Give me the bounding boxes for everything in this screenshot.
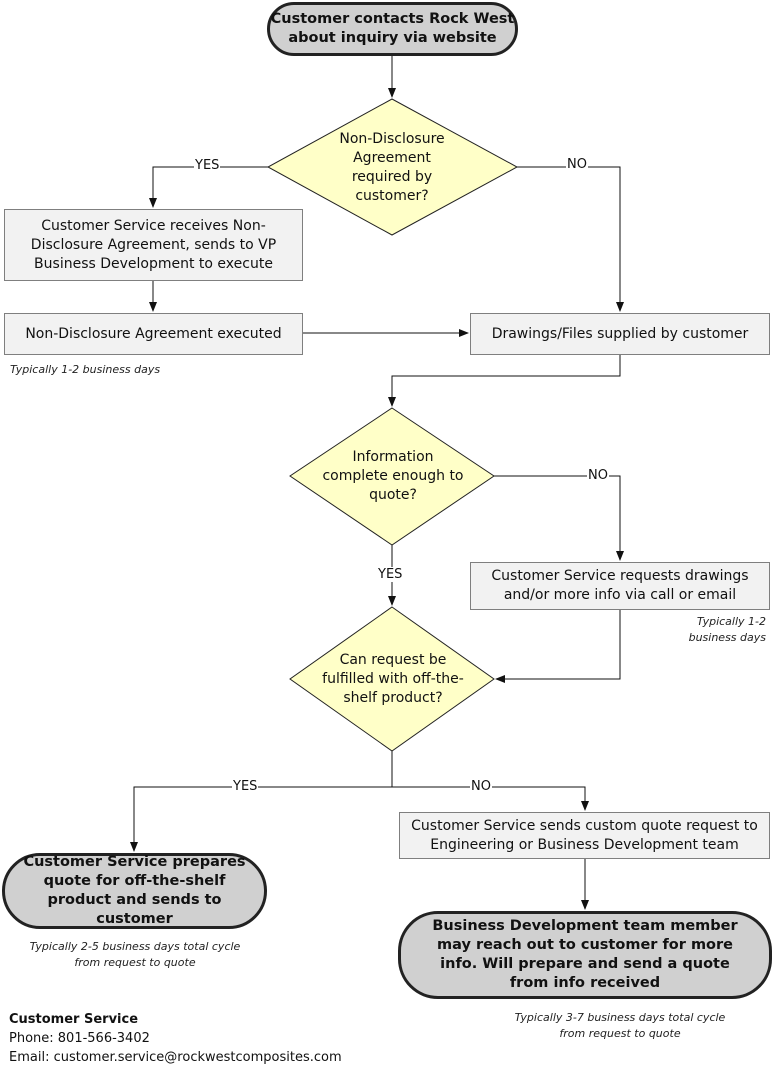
connector-offshelf-no (392, 786, 589, 811)
offshelf-cycle-line2: from request to quote (74, 956, 196, 969)
start-text: Customer contacts Rock West about inquir… (270, 11, 515, 46)
request-days-note: Typically 1-2 business days (689, 614, 766, 646)
drawings-supplied-box: Drawings/Files supplied by customer (470, 313, 770, 355)
connector-nda-yes (149, 166, 268, 208)
bd-member-text: Business Development team member may rea… (432, 918, 738, 991)
cs-sends-custom-text: Customer Service sends custom quote requ… (411, 817, 758, 853)
offshelf-cycle-note: Typically 2-5 business days total cycle … (14, 939, 256, 971)
cs-requests-info-text: Customer Service requests drawings and/o… (491, 568, 749, 603)
contact-block: Customer Service Phone: 801-566-3402 Ema… (9, 1010, 342, 1067)
cs-prepares-quote-terminal: Customer Service prepares quote for off-… (2, 853, 267, 929)
info-no-label: NO (587, 468, 609, 483)
nda-executed-box: Non-Disclosure Agreement executed (4, 313, 303, 355)
info-question-text: Information complete enough to quote? (318, 440, 468, 512)
bd-member-terminal: Business Development team member may rea… (398, 911, 772, 999)
drawings-supplied-text: Drawings/Files supplied by customer (491, 325, 749, 342)
offshelf-cycle-line1: Typically 2-5 business days total cycle (29, 940, 241, 953)
nda-decision-diamond (266, 98, 519, 236)
info-question-label: Information complete enough to quote? (322, 448, 464, 503)
connector-offshelf-yes (130, 786, 392, 852)
start-terminal: Customer contacts Rock West about inquir… (267, 2, 518, 56)
contact-email: Email: customer.service@rockwestcomposit… (9, 1050, 342, 1065)
cs-prepares-quote-text: Customer Service prepares quote for off-… (23, 854, 246, 927)
request-days-line1: Typically 1-2 (696, 615, 766, 628)
connector-drawings-to-info (388, 355, 621, 407)
connector-nda-no (517, 166, 624, 312)
offshelf-question-text: Can request be fulfilled with off-the-sh… (318, 642, 468, 716)
custom-cycle-line1: Typically 3-7 business days total cycle (514, 1011, 726, 1024)
nda-no-label: NO (566, 157, 588, 172)
request-days-line2: business days (688, 631, 766, 644)
offshelf-no-label: NO (470, 779, 492, 794)
cs-receives-nda-box: Customer Service receives Non-Disclosure… (4, 209, 303, 281)
connector-info-no (494, 475, 624, 561)
offshelf-yes-label: YES (232, 779, 259, 794)
custom-cycle-note: Typically 3-7 business days total cycle … (500, 1010, 740, 1042)
offshelf-question-label: Can request be fulfilled with off-the-sh… (322, 651, 464, 706)
nda-executed-text: Non-Disclosure Agreement executed (25, 325, 282, 342)
contact-title: Customer Service (9, 1012, 139, 1027)
connector-request-to-offshelf (495, 610, 621, 683)
custom-cycle-line2: from request to quote (559, 1027, 681, 1040)
cs-receives-nda-text: Customer Service receives Non-Disclosure… (30, 217, 277, 272)
contact-phone: Phone: 801-566-3402 (9, 1031, 150, 1046)
nda-question-label: Non-Disclosure Agreement required by cus… (339, 131, 445, 204)
nda-days-note: Typically 1-2 business days (10, 363, 161, 376)
cs-sends-custom-box: Customer Service sends custom quote requ… (399, 812, 770, 859)
nda-question-text: Non-Disclosure Agreement required by cus… (322, 127, 462, 209)
nda-yes-label: YES (194, 158, 221, 173)
cs-requests-info-box: Customer Service requests drawings and/o… (470, 562, 770, 610)
info-yes-label: YES (377, 567, 404, 582)
